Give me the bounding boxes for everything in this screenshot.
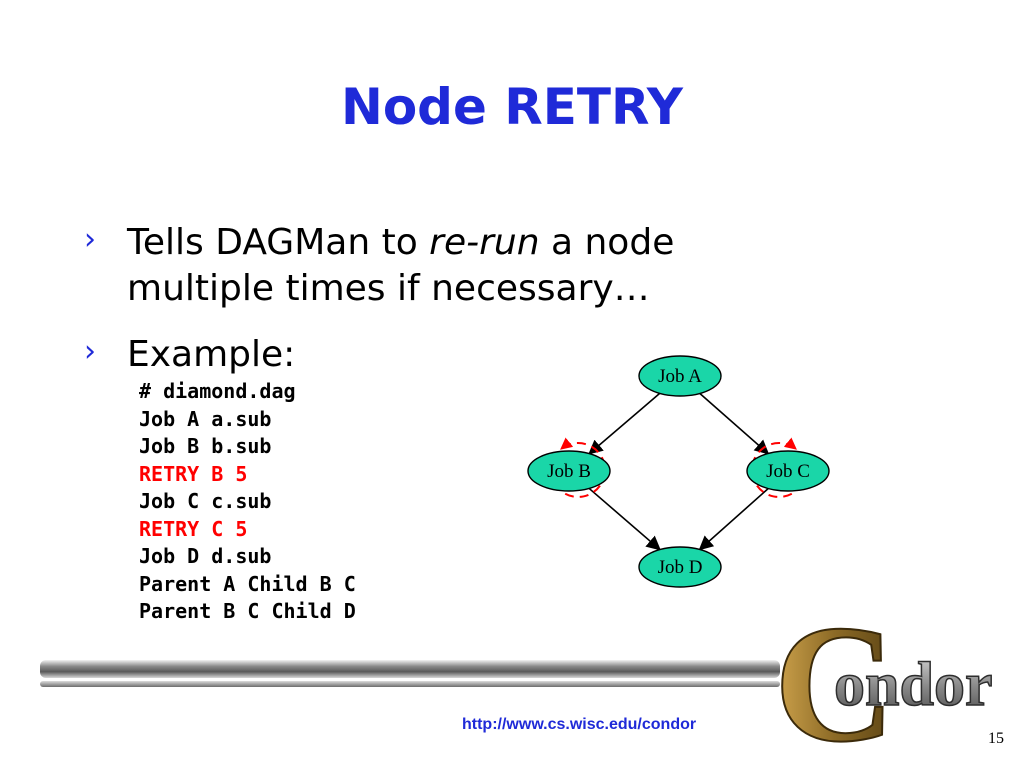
dag-diagram: Job A Job B Job C Job D (527, 355, 830, 588)
bullet-marker-icon: › (84, 334, 96, 369)
bullet-text: Example: (127, 334, 296, 375)
node-job-a: Job A (638, 355, 722, 397)
page-number: 15 (988, 730, 1004, 747)
bullet-marker-icon: › (84, 222, 96, 257)
footer-divider-bar (40, 660, 780, 687)
node-label: Job B (547, 461, 591, 482)
bullet-text-after: a node (539, 222, 675, 263)
node-ellipse (638, 546, 722, 588)
code-line: Job A a.sub (139, 406, 272, 431)
code-line-retry: RETRY C 5 (139, 516, 248, 541)
footer-url-link[interactable]: http://www.cs.wisc.edu/condor (462, 716, 697, 733)
node-label: Job D (658, 557, 703, 578)
code-line: Job C c.sub (139, 489, 272, 513)
edge-c-to-d-arrow (698, 487, 769, 551)
code-line: Job B b.sub (139, 434, 272, 458)
svg-text:ondor: ondor (834, 651, 992, 719)
node-ellipse (638, 355, 722, 397)
edge-b-to-d-arrow (588, 487, 661, 551)
code-line: Parent A Child B C (139, 571, 356, 596)
bullet-text: Tells DAGMan to re-run a node multiple t… (127, 220, 674, 312)
code-line-retry: RETRY B 5 (139, 461, 248, 486)
condor-logo: C ondor (770, 600, 1010, 750)
bullet-text-before: Tells DAGMan to (127, 222, 430, 263)
node-label: Job A (658, 366, 702, 387)
slide-title: Node RETRY (340, 78, 684, 136)
node-ellipse (746, 450, 830, 492)
code-line: Parent B C Child D (139, 599, 356, 623)
edge-a-to-c-arrow (699, 392, 770, 455)
node-ellipse (527, 450, 611, 492)
code-line: Job D d.sub (139, 544, 272, 568)
bullet-text-line2: multiple times if necessary… (127, 268, 650, 309)
node-job-d: Job D (638, 546, 722, 588)
node-job-b: Job B (527, 450, 611, 492)
code-line: # diamond.dag (139, 379, 296, 403)
bullet-text-emphasis: re-run (429, 222, 540, 263)
svg-text:C: C (774, 600, 895, 750)
node-job-c: Job C (746, 450, 830, 492)
edge-a-to-b-arrow (588, 392, 661, 455)
node-label: Job C (766, 461, 810, 482)
